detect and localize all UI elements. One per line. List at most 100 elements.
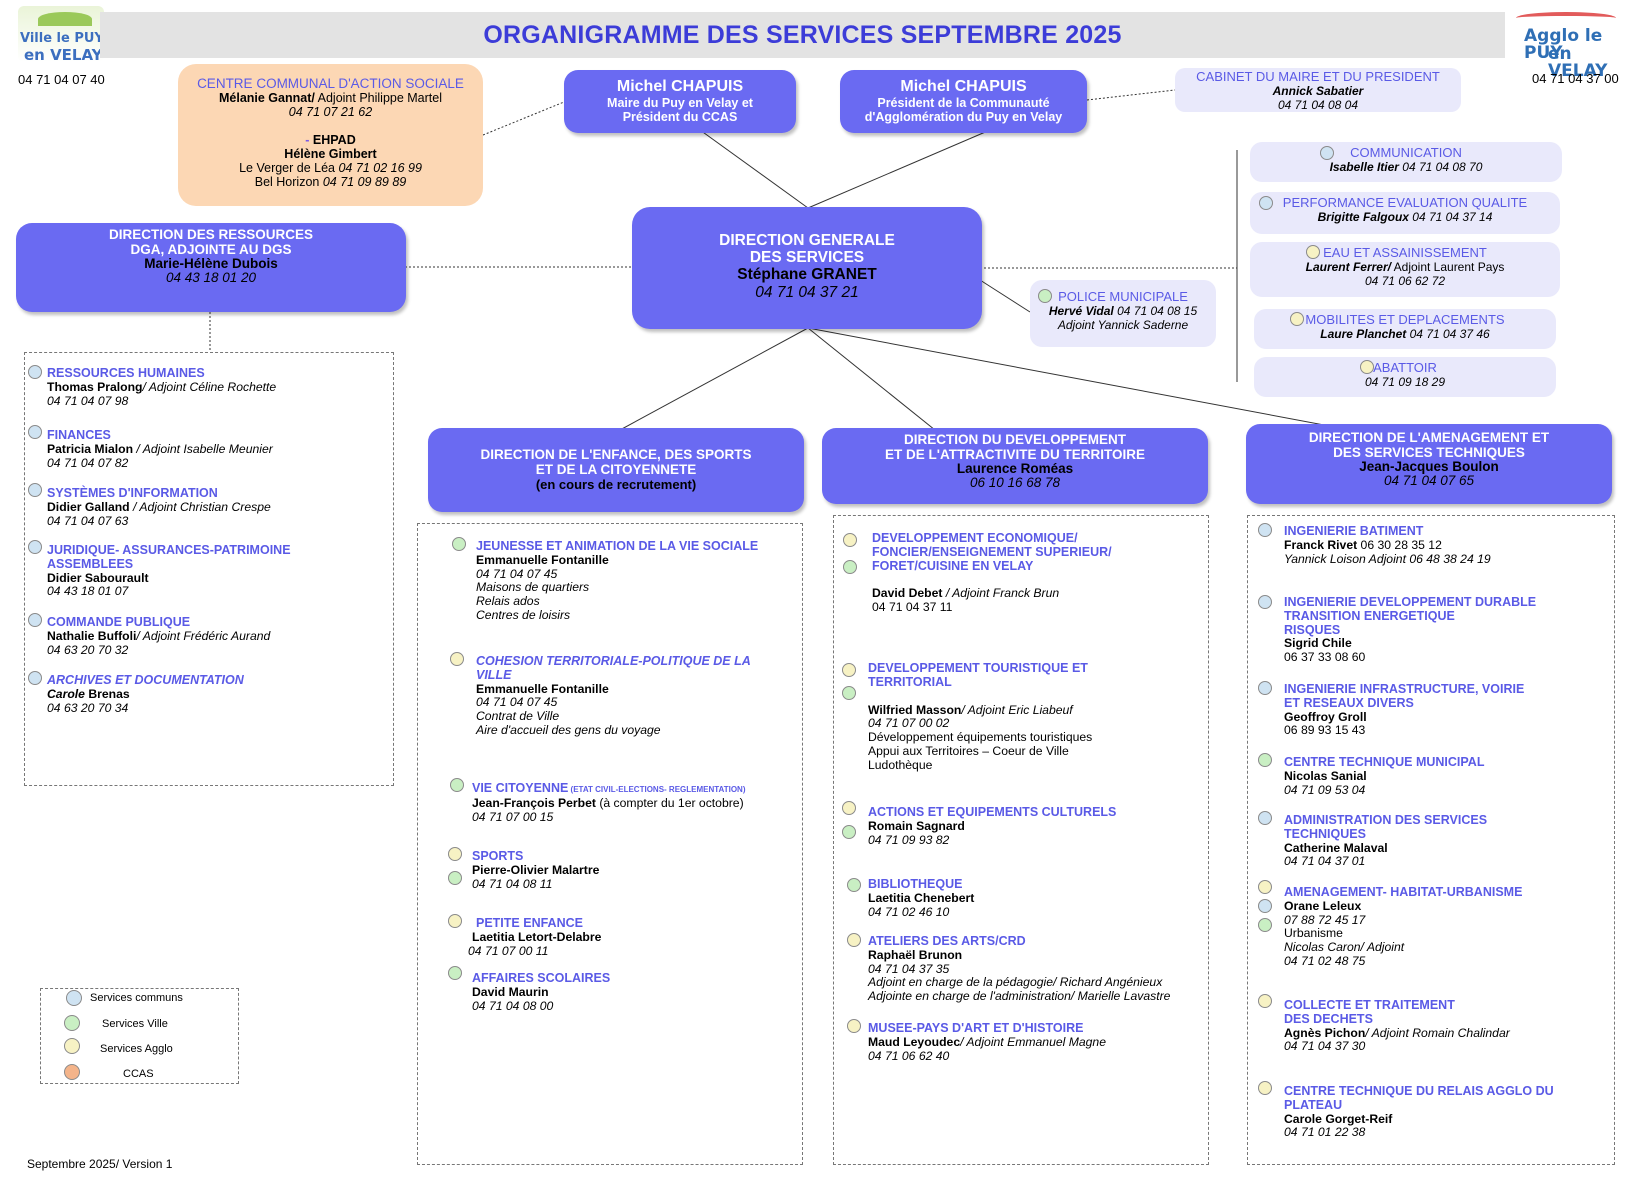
president-box: Michel CHAPUIS Président de la Communaut… bbox=[840, 70, 1087, 133]
commande-adjoint: / Adjoint Frédéric Aurand bbox=[136, 628, 271, 643]
administration-phone: 04 71 04 37 01 bbox=[1284, 854, 1366, 869]
service-dev-durable: INGENIERIE DEVELOPPEMENT DURABLE TRANSIT… bbox=[1284, 595, 1536, 665]
president-name: Michel CHAPUIS bbox=[900, 78, 1027, 95]
finances-head: Patricia Mialon bbox=[47, 441, 134, 456]
petite-enfance-head: Laetitia Letort-Delabre bbox=[472, 929, 602, 944]
service-amenagement: AMENAGEMENT- HABITAT-URBANISME Orane Lel… bbox=[1284, 885, 1522, 969]
dgs-box: DIRECTION GENERALE DES SERVICES Stéphane… bbox=[632, 207, 982, 329]
dir-enfance-status: (en cours de recrutement) bbox=[535, 477, 697, 492]
services-communs-icon bbox=[28, 365, 42, 379]
logo-ville-line2: en VELAY bbox=[24, 46, 103, 64]
footer-version: Septembre 2025/ Version 1 bbox=[27, 1157, 173, 1171]
legend-ccas-label: CCAS bbox=[123, 1068, 154, 1080]
ateliers-phone: 04 71 04 37 35 bbox=[868, 961, 950, 976]
dev-eco-title: DEVELOPPEMENT ECONOMIQUE/ bbox=[872, 531, 1078, 545]
mobilites-title: MOBILITES ET DEPLACEMENTS bbox=[1305, 312, 1505, 327]
rh-title: RESSOURCES HUMAINES bbox=[47, 366, 205, 380]
services-communs-icon bbox=[1258, 899, 1272, 913]
vie-citoyenne-phone: 04 71 07 00 15 bbox=[472, 809, 554, 824]
service-commande: COMMANDE PUBLIQUE Nathalie Buffoli/ Adjo… bbox=[47, 615, 271, 657]
abattoir-box: ABATTOIR 04 71 09 18 29 bbox=[1254, 357, 1556, 397]
infrastructure-title: INGENIERIE INFRASTRUCTURE, VOIRIE bbox=[1284, 682, 1525, 696]
services-agglo-icon bbox=[448, 847, 462, 861]
service-bibliotheque: BIBLIOTHEQUE Laetitia Chenebert 04 71 02… bbox=[868, 877, 974, 919]
services-agglo-icon bbox=[1258, 994, 1272, 1008]
services-communs-icon bbox=[28, 425, 42, 439]
performance-phone: 04 71 04 37 14 bbox=[1408, 210, 1493, 224]
culturels-phone: 04 71 09 93 82 bbox=[868, 832, 950, 847]
ehpad-belhorizon-phone: 04 71 09 89 89 bbox=[322, 175, 407, 189]
finances-title: FINANCES bbox=[47, 428, 111, 442]
ccas-title: CENTRE COMMUNAL D'ACTION SOCIALE bbox=[197, 76, 464, 91]
services-communs-icon bbox=[28, 671, 42, 685]
president-role-1: Président de la Communauté bbox=[877, 96, 1050, 110]
si-title: SYSTÈMES D'INFORMATION bbox=[47, 486, 218, 500]
service-infrastructure: INGENIERIE INFRASTRUCTURE, VOIRIE ET RES… bbox=[1284, 682, 1525, 738]
archives-head-last: Brenas bbox=[84, 686, 130, 701]
infrastructure-head: Geoffroy Groll bbox=[1284, 709, 1367, 724]
culturels-head: Romain Sagnard bbox=[868, 818, 965, 833]
dir-dev-box: DIRECTION DU DEVELOPPEMENT ET DE L'ATTRA… bbox=[822, 428, 1208, 504]
commande-head: Nathalie Buffoli bbox=[47, 628, 137, 643]
services-agglo-icon bbox=[842, 663, 856, 677]
batiment-adjoint: Yannick Loison Adjoint 06 48 38 24 19 bbox=[1284, 551, 1491, 566]
dev-eco-phone: 04 71 04 37 11 bbox=[872, 600, 953, 615]
performance-head: Brigitte Falgoux bbox=[1317, 210, 1409, 224]
jeunesse-phone: 04 71 04 07 45 bbox=[476, 566, 558, 581]
service-vie-citoyenne: VIE CITOYENNE (ETAT CIVIL-ELECTIONS- REG… bbox=[472, 781, 746, 824]
collecte-adjoint: / Adjoint Romain Chalindar bbox=[1365, 1025, 1510, 1040]
jeunesse-title: JEUNESSE ET ANIMATION DE LA VIE SOCIALE bbox=[476, 539, 759, 553]
logo-agglo-line1: Agglo le PUY bbox=[1524, 26, 1603, 63]
bibliotheque-phone: 04 71 02 46 10 bbox=[868, 904, 950, 919]
amenagement-phone-2: 04 71 02 48 75 bbox=[1284, 953, 1366, 968]
maire-role-2: Président du CCAS bbox=[622, 110, 738, 124]
services-ville-icon bbox=[452, 537, 466, 551]
dir-enfance-title-2: ET DE LA CITOYENNETE bbox=[535, 462, 697, 477]
services-communs-icon bbox=[28, 613, 42, 627]
service-dev-touristique: DEVELOPPEMENT TOURISTIQUE ET TERRITORIAL… bbox=[868, 661, 1092, 773]
dev-panel bbox=[833, 515, 1209, 1165]
communication-head: Isabelle Itier bbox=[1329, 160, 1399, 174]
scolaires-head: David Maurin bbox=[472, 984, 549, 999]
dev-touristique-adjoint: / Adjoint Eric Liabeuf bbox=[961, 702, 1073, 717]
musee-phone: 04 71 06 62 40 bbox=[868, 1048, 950, 1063]
service-cohesion: COHESION TERRITORIALE-POLITIQUE DE LA VI… bbox=[476, 654, 751, 738]
dga-box: DIRECTION DES RESSOURCES DGA, ADJOINTE A… bbox=[16, 223, 406, 312]
rh-phone: 04 71 04 07 98 bbox=[47, 393, 129, 408]
cabinet-head: Annick Sabatier bbox=[1272, 84, 1364, 98]
phone-ville: 04 71 04 07 40 bbox=[18, 72, 105, 87]
amenagement-adjoint: Nicolas Caron/ Adjoint bbox=[1284, 940, 1405, 955]
service-petite-enfance: PETITE ENFANCE Laetitia Letort-Delabre 0… bbox=[468, 916, 602, 958]
police-adjoint: Adjoint Yannick Saderne bbox=[1057, 318, 1189, 332]
si-head: Didier Galland bbox=[47, 499, 130, 514]
cabinet-title: CABINET DU MAIRE ET DU PRESIDENT bbox=[1196, 69, 1440, 84]
dga-title-2: DGA, ADJOINTE AU DGS bbox=[130, 242, 292, 257]
juridique-head: Didier Sabourault bbox=[47, 570, 149, 585]
vie-citoyenne-subtitle: (ETAT CIVIL-ELECTIONS- REGLEMENTATION) bbox=[568, 785, 746, 794]
services-ville-icon bbox=[1258, 753, 1272, 767]
dev-touristique-extra-3: Ludothèque bbox=[868, 757, 933, 772]
dir-amen-head: Jean-Jacques Boulon bbox=[1359, 459, 1499, 474]
service-juridique: JURIDIQUE- ASSURANCES-PATRIMOINE ASSEMBL… bbox=[47, 543, 291, 599]
communication-phone: 04 71 04 08 70 bbox=[1398, 160, 1483, 174]
amenagement-urbanisme: Urbanisme bbox=[1284, 926, 1343, 941]
batiment-title: INGENIERIE BATIMENT bbox=[1284, 524, 1424, 538]
ateliers-extra-1: Adjoint en charge de la pédagogie/ Richa… bbox=[868, 975, 1163, 990]
services-ville-icon bbox=[450, 778, 464, 792]
commande-phone: 04 63 20 70 32 bbox=[47, 642, 129, 657]
abattoir-title: ABATTOIR bbox=[1373, 360, 1437, 375]
enfance-panel bbox=[417, 523, 803, 1165]
finances-phone: 04 71 04 07 82 bbox=[47, 455, 129, 470]
sports-title: SPORTS bbox=[472, 849, 524, 863]
cohesion-head: Emmanuelle Fontanille bbox=[476, 681, 609, 696]
relais-head: Carole Gorget-Reif bbox=[1284, 1111, 1393, 1126]
services-ville-icon bbox=[842, 825, 856, 839]
dev-touristique-title-2: TERRITORIAL bbox=[868, 674, 952, 689]
infrastructure-phone: 06 89 93 15 43 bbox=[1284, 723, 1366, 738]
service-finances: FINANCES Patricia Mialon / Adjoint Isabe… bbox=[47, 428, 273, 470]
ctm-phone: 04 71 09 53 04 bbox=[1284, 782, 1366, 797]
service-ateliers-arts: ATELIERS DES ARTS/CRD Raphaël Brunon 04 … bbox=[868, 934, 1170, 1004]
legend-ccas-icon bbox=[64, 1064, 80, 1080]
performance-title: PERFORMANCE EVALUATION QUALITE bbox=[1282, 195, 1528, 210]
eau-phone: 04 71 06 62 72 bbox=[1364, 274, 1446, 288]
